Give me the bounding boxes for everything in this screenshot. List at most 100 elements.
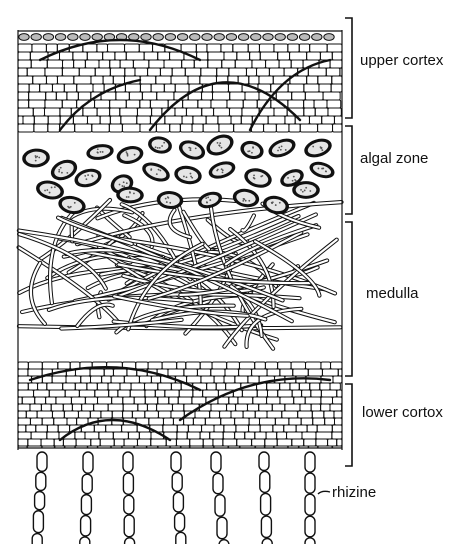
lower-cortex-cell bbox=[294, 397, 306, 404]
algal-cell-dot bbox=[320, 148, 322, 150]
lower-cortex-cell bbox=[123, 411, 133, 418]
cortex-cell bbox=[288, 84, 304, 92]
lower-cortex-cell bbox=[112, 411, 122, 418]
algal-cell-dot bbox=[157, 147, 159, 149]
cortex-cell bbox=[115, 52, 126, 60]
algal-cell-dot bbox=[325, 170, 327, 172]
cortex-cell bbox=[279, 60, 291, 68]
algal-cell-dot bbox=[134, 154, 136, 156]
cortex-cell bbox=[31, 60, 47, 68]
cortex-cell bbox=[33, 108, 44, 116]
algal-cell-dot bbox=[221, 147, 223, 149]
algal-cell-dot bbox=[58, 169, 60, 171]
label-algal-zone: algal zone bbox=[360, 150, 428, 167]
lower-cortex-cell bbox=[131, 383, 144, 390]
cortex-cell bbox=[192, 124, 203, 132]
algal-cell-dot bbox=[300, 189, 302, 191]
lower-cortex-cell bbox=[35, 397, 46, 404]
lower-cortex-cell bbox=[221, 418, 235, 425]
cortex-cell bbox=[170, 124, 181, 132]
cortex-cell bbox=[18, 124, 34, 132]
rhizine-cell bbox=[173, 492, 183, 512]
lower-cortex-cell bbox=[200, 432, 210, 439]
lower-cortex-cell bbox=[321, 390, 336, 397]
lower-cortex-cell bbox=[18, 411, 26, 418]
algal-cell-dot bbox=[287, 177, 289, 179]
cortex-cell bbox=[18, 84, 29, 92]
lower-cortex-cell bbox=[255, 432, 266, 439]
cortex-cell bbox=[18, 100, 29, 108]
lower-cortex-cell bbox=[179, 390, 193, 397]
lower-cortex-cell bbox=[18, 404, 30, 411]
lower-cortex-cell bbox=[90, 376, 101, 383]
cortex-cell bbox=[288, 44, 299, 52]
cortex-cell bbox=[233, 44, 248, 52]
lower-cortex-cell bbox=[207, 383, 217, 390]
cortex-cell bbox=[62, 100, 76, 108]
rhizine-cell bbox=[175, 513, 185, 531]
lower-cortex-cell bbox=[235, 376, 248, 383]
lower-cortex-cell bbox=[100, 439, 114, 446]
lower-cortex-cell bbox=[102, 376, 111, 383]
lower-cortex-cell bbox=[151, 376, 160, 383]
cortex-cell bbox=[327, 100, 341, 108]
lower-cortex-cell bbox=[172, 404, 183, 411]
lower-cortex-cell bbox=[330, 404, 342, 411]
lower-cortex-cell bbox=[104, 369, 113, 376]
lower-cortex-cell bbox=[195, 411, 210, 418]
lower-cortex-cell bbox=[266, 432, 277, 439]
lower-cortex-cell bbox=[188, 425, 201, 432]
lower-cortex-cell bbox=[224, 376, 235, 383]
surface-cell bbox=[251, 34, 261, 41]
cortex-cell bbox=[242, 108, 259, 116]
rhizine-cell bbox=[35, 491, 45, 509]
algal-cell-dot bbox=[254, 178, 256, 180]
cortex-cell bbox=[183, 100, 198, 108]
label-upper-cortex: upper cortex bbox=[360, 52, 443, 69]
rhizine-cell bbox=[211, 452, 221, 472]
cortex-cell bbox=[219, 124, 234, 132]
cortex-cell bbox=[241, 116, 252, 124]
lower-cortex-cell bbox=[41, 439, 54, 446]
lower-cortex-cell bbox=[30, 418, 42, 425]
cortex-cell bbox=[259, 44, 273, 52]
cortex-cell bbox=[276, 124, 289, 132]
lower-cortex-cell bbox=[47, 383, 63, 390]
cortex-cell bbox=[151, 84, 164, 92]
lower-cortex-cell bbox=[113, 432, 128, 439]
algal-cell-dot bbox=[166, 201, 168, 203]
algal-cell-dot bbox=[242, 200, 244, 202]
cortex-cell bbox=[152, 108, 162, 116]
algal-cell-dot bbox=[100, 151, 102, 153]
lower-cortex-cell bbox=[236, 404, 248, 411]
lower-cortex-cell bbox=[337, 390, 342, 397]
cortex-cell bbox=[91, 76, 103, 84]
lower-cortex-cell bbox=[28, 369, 42, 376]
cortex-cell bbox=[74, 76, 91, 84]
surface-cell bbox=[214, 34, 224, 41]
algal-cell-dot bbox=[271, 202, 273, 204]
cortex-cell bbox=[315, 108, 328, 116]
lower-cortex-cell bbox=[64, 411, 78, 418]
cortex-cell bbox=[125, 44, 140, 52]
lower-cortex-cell bbox=[272, 404, 285, 411]
lower-cortex-cell bbox=[18, 418, 30, 425]
cortex-cell bbox=[314, 100, 327, 108]
cortex-cell bbox=[83, 108, 97, 116]
lower-cortex-cell bbox=[248, 376, 259, 383]
cortex-cell bbox=[171, 76, 188, 84]
lower-cortex-cell bbox=[298, 411, 313, 418]
label-lower-cortex: lower cortox bbox=[362, 404, 443, 421]
rhizine-cell bbox=[213, 473, 223, 493]
cortex-cell bbox=[97, 108, 110, 116]
lower-cortex-cell bbox=[169, 397, 178, 404]
rhizine-cell bbox=[82, 474, 92, 493]
algal-cell-dot bbox=[275, 204, 277, 206]
lower-cortex-cell bbox=[134, 397, 145, 404]
cortex-cell bbox=[319, 84, 331, 92]
medulla-hypha-core bbox=[77, 305, 112, 326]
rhizine-pointer bbox=[318, 491, 330, 494]
algal-cell-dot bbox=[219, 145, 221, 147]
algal-cell-interior bbox=[296, 184, 317, 196]
lower-cortex-cell bbox=[90, 411, 101, 418]
